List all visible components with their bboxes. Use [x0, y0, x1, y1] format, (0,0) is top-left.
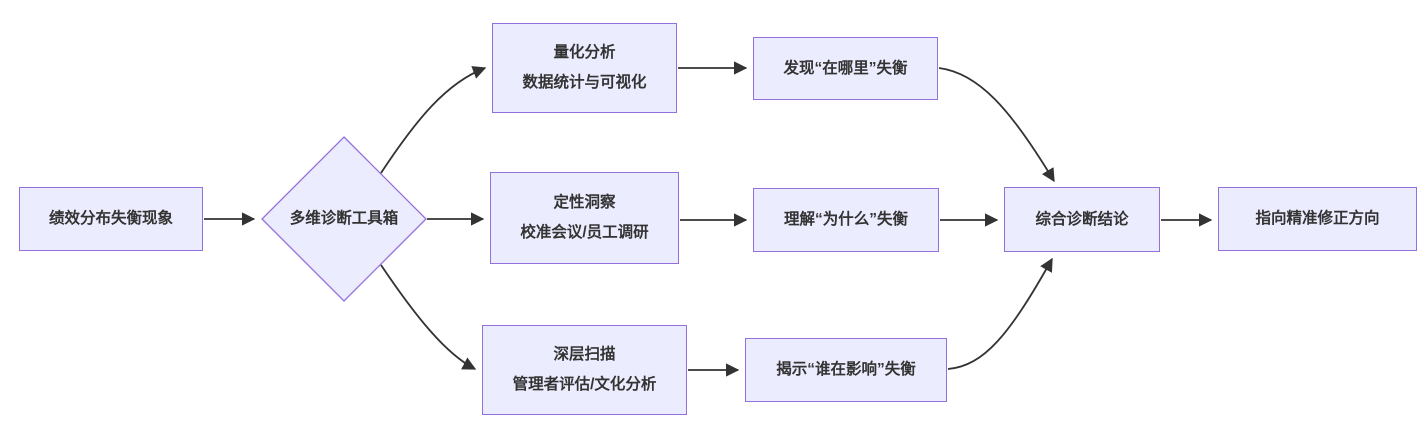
node-understand-why-imbalance: 理解“为什么”失衡 [753, 188, 939, 252]
node-label: 绩效分布失衡现象 [48, 210, 173, 228]
node-label-line1: 深层扫描 [553, 346, 616, 364]
node-label-line2: 数据统计与可视化 [522, 74, 647, 91]
node-label-line2: 管理者评估/文化分析 [512, 376, 657, 393]
node-label: 揭示“谁在影响”失衡 [776, 361, 916, 379]
decision-diamond-shape [261, 136, 427, 302]
node-label-line1: 量化分析 [553, 44, 616, 62]
edge-decision-to-deep [380, 264, 477, 370]
node-quantitative-analysis: 量化分析 数据统计与可视化 [492, 23, 677, 113]
node-diagnostic-toolbox: 多维诊断工具箱 [264, 203, 424, 235]
node-label: 发现“在哪里”失衡 [783, 59, 908, 77]
node-deep-scan: 深层扫描 管理者评估/文化分析 [482, 325, 687, 415]
node-find-where-imbalance: 发现“在哪里”失衡 [753, 37, 938, 100]
node-label-line1: 定性洞察 [553, 194, 616, 212]
edge-where-to-conclusion [938, 67, 1055, 183]
edge-decision-to-quant [380, 66, 487, 174]
node-label-line2: 校准会议/员工调研 [520, 224, 649, 241]
node-qualitative-insight: 定性洞察 校准会议/员工调研 [490, 172, 679, 264]
node-performance-imbalance: 绩效分布失衡现象 [19, 187, 203, 251]
node-label: 多维诊断工具箱 [289, 210, 399, 228]
node-reveal-who-influences: 揭示“谁在影响”失衡 [745, 338, 947, 402]
node-label: 综合诊断结论 [1035, 210, 1129, 228]
node-comprehensive-conclusion: 综合诊断结论 [1004, 187, 1160, 252]
node-label: 理解“为什么”失衡 [783, 211, 908, 229]
edge-who-to-conclusion [947, 257, 1053, 370]
node-precise-correction-direction: 指向精准修正方向 [1218, 187, 1417, 251]
node-label: 指向精准修正方向 [1255, 210, 1380, 228]
